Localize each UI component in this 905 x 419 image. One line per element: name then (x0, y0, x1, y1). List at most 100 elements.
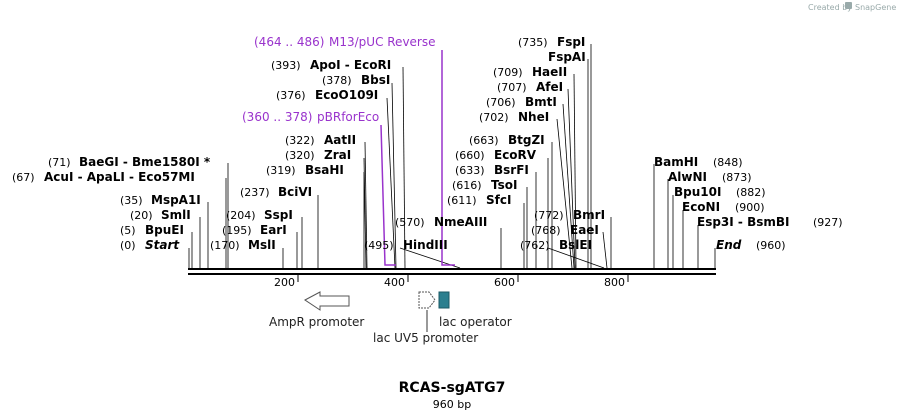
site-fspi[interactable]: (735)FspI (518, 35, 585, 49)
site-alwni[interactable]: AlwNI (873) (668, 170, 752, 184)
site-ecoo109i[interactable]: (376) EcoO109I (276, 88, 378, 102)
site-name: Start (145, 238, 180, 252)
site-tsoi[interactable]: (616)TsoI (452, 178, 517, 192)
map-line (391, 82, 397, 269)
site-bsahi[interactable]: (319)BsaHI (266, 163, 344, 177)
site-baegi-bme1580i[interactable]: (71)BaeGI - Bme1580I * (48, 155, 211, 169)
site-nmeaiii[interactable]: (570) NmeAIII (395, 215, 487, 229)
site-name: Esp3I - BsmBI (697, 215, 789, 229)
site-name: SspI (264, 208, 293, 222)
map-line (602, 231, 608, 269)
site-position: (960) (756, 239, 786, 252)
site-labels-right: BamHI (848) AlwNI (873) Bpu10I(882) EcoNI(… (654, 155, 843, 252)
site-zrai[interactable]: (320)ZraI (285, 148, 351, 162)
site-position: (900) (735, 201, 765, 214)
tick-label: 200 (274, 276, 295, 289)
site-sfci[interactable]: (611)SfcI (447, 193, 511, 207)
site-name: BciVI (278, 185, 312, 199)
site-labels-left: (0) Start (5)BpuEI (20)SmlI (35)MspA1I (6… (12, 58, 487, 252)
site-name: BsrFI (494, 163, 529, 177)
site-sspi[interactable]: (204)SspI (226, 208, 293, 222)
site-esp3i-bsmbi[interactable]: Esp3I - BsmBI (927) (697, 215, 843, 229)
map-line (188, 273, 716, 275)
site-position: (616) (452, 179, 482, 192)
site-haeii[interactable]: (709)HaeII (493, 65, 567, 79)
site-eaei[interactable]: (768)EaeI (531, 223, 599, 237)
primer-arrow (441, 50, 455, 266)
site-name: AfeI (536, 80, 563, 94)
site-afei[interactable]: (707)AfeI (497, 80, 563, 94)
site-name: BslEI (559, 238, 592, 252)
site-position: (20) (130, 209, 153, 222)
site-position: (195) (222, 224, 252, 237)
snapgene-logo-icon (845, 2, 852, 9)
site-position: (660) (455, 149, 485, 162)
site-bslei[interactable]: (762)BslEI (520, 238, 592, 252)
site-labels-mid: (611)SfcI (616)TsoI (633)BsrFI (660)EcoR… (447, 35, 605, 252)
site-position: (170) (210, 239, 240, 252)
map-line (386, 97, 396, 269)
site-fspai[interactable]: FspAI (548, 50, 586, 64)
site-bamhi[interactable]: BamHI (848) (654, 155, 743, 169)
site-name: NmeAIII (434, 215, 487, 229)
site-btgzi[interactable]: (663)BtgZI (469, 133, 545, 147)
axis-ticks: 200 400 600 800 (274, 275, 629, 289)
site-smli[interactable]: (20)SmlI (130, 208, 191, 222)
site-position: (35) (120, 194, 143, 207)
site-name: AcuI - ApaLI - Eco57MI (44, 170, 195, 184)
site-position: (663) (469, 134, 499, 147)
primer-pos: (464 .. 486) (254, 35, 324, 49)
site-name: EcoO109I (315, 88, 378, 102)
credit-prefix: Created by (808, 3, 852, 12)
site-apoi-ecori[interactable]: (393)ApoI - EcoRI (271, 58, 391, 72)
site-mspa1i[interactable]: (35)MspA1I (120, 193, 201, 207)
feature-label: AmpR promoter (269, 315, 364, 329)
site-name: NheI (518, 110, 549, 124)
site-position: (0) (120, 239, 136, 252)
primer-pbrforeco[interactable]: (360 .. 378) pBRforEco (242, 110, 396, 266)
site-name: BmrI (573, 208, 605, 222)
site-start[interactable]: (0) Start (120, 238, 180, 252)
site-bsrfi[interactable]: (633)BsrFI (455, 163, 529, 177)
site-position: (873) (722, 171, 752, 184)
site-eari[interactable]: (195)EarI (222, 223, 287, 237)
site-position: (927) (813, 216, 843, 229)
map-line (402, 66, 406, 269)
site-position: (570) (395, 216, 425, 229)
site-hindiii[interactable]: (495)HindIII (364, 238, 448, 252)
backbone (188, 268, 716, 275)
site-bpuei[interactable]: (5)BpuEI (120, 223, 184, 237)
site-name: BamHI (654, 155, 698, 169)
site-nhei[interactable]: (702)NheI (479, 110, 549, 124)
site-name: BmtI (525, 95, 557, 109)
site-position: (378) (322, 74, 352, 87)
site-msli[interactable]: (170) MslI (210, 238, 276, 252)
feature-lac-operator[interactable]: lac operator (438, 291, 512, 329)
primer-m13-puc-reverse[interactable]: (464 .. 486) M13/pUC Reverse (254, 35, 455, 266)
feature-label: lac operator (439, 315, 512, 329)
site-end[interactable]: End(960) (716, 238, 786, 252)
site-name: MslI (248, 238, 276, 252)
site-name: AatII (324, 133, 356, 147)
site-name: AlwNI (668, 170, 707, 184)
site-bpu10i[interactable]: Bpu10I(882) (674, 185, 766, 199)
site-aatii[interactable]: (322)AatII (285, 133, 356, 147)
site-acui-apali-eco57mi[interactable]: (67)AcuI - ApaLI - Eco57MI (12, 170, 195, 184)
primer-name: M13/pUC Reverse (329, 35, 436, 49)
site-position: (376) (276, 89, 306, 102)
feature-lac-uv5-promoter[interactable]: lac UV5 promoter (373, 291, 478, 345)
site-name: BbsI (361, 73, 390, 87)
site-bmri[interactable]: (772)BmrI (534, 208, 605, 222)
site-name: ApoI - EcoRI (310, 58, 391, 72)
feature-ampr-promoter[interactable]: AmpR promoter (269, 291, 364, 329)
site-bbsi[interactable]: (378) BbsI (322, 73, 390, 87)
site-econi[interactable]: EcoNI(900) (682, 200, 765, 214)
map-line (562, 103, 575, 269)
tick-label: 600 (494, 276, 515, 289)
site-position: (848) (713, 156, 743, 169)
site-ecorv[interactable]: (660)EcoRV (455, 148, 537, 162)
site-bcivi[interactable]: (237)BciVI (240, 185, 312, 199)
site-bmti[interactable]: (706)BmtI (486, 95, 557, 109)
site-position: (5) (120, 224, 136, 237)
